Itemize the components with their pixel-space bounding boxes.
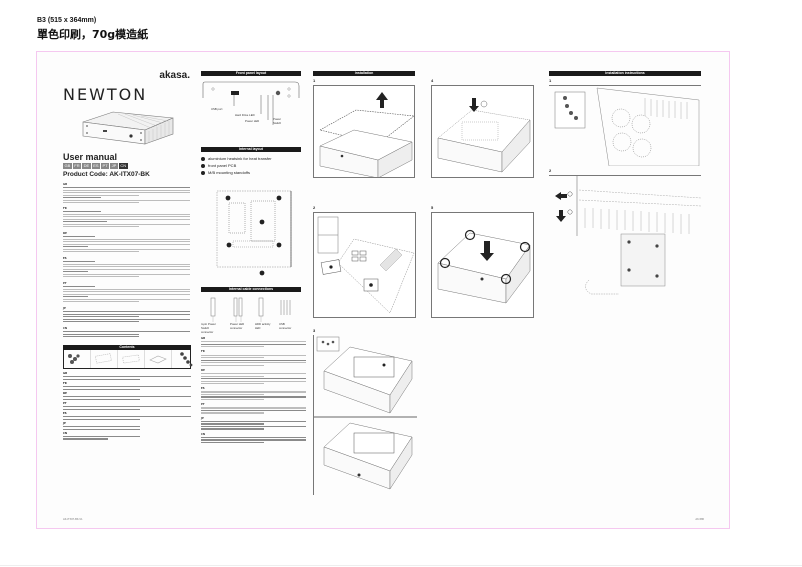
- contents-item-pad2: [118, 350, 145, 368]
- step-number: 1: [313, 78, 316, 83]
- installation-step-4-figure: [431, 85, 534, 178]
- installation-instructions-title: Installation instructions: [549, 71, 701, 76]
- internal-item: aluminium heatsink for heat transfer: [201, 155, 272, 162]
- installation-step-1-figure: [313, 85, 415, 178]
- contents-item-screws: [64, 350, 91, 368]
- internal-cable-title: Internal cable connections: [201, 287, 301, 292]
- intro-text-es: ES: [63, 257, 190, 279]
- manual-title: User manual: [63, 152, 118, 162]
- label-power-switch: Power Switch: [273, 117, 282, 125]
- contents-item-pad: [91, 350, 118, 368]
- label-power-led: Power LED: [245, 119, 260, 123]
- label-usb-port: USB port: [211, 107, 223, 111]
- print-spec: B3 (515 x 364mm) 單色印刷，70g模造紙: [37, 17, 148, 42]
- step-number: 2: [313, 205, 316, 210]
- intro-text-fr: FR: [63, 207, 190, 229]
- contents-section: Contents GB: [63, 345, 193, 441]
- contents-title: Contents: [63, 345, 191, 350]
- connector-power-switch: 4-pin Power Switch connector: [201, 322, 216, 334]
- cable-connectors: 4-pin Power Switch connector Power LED c…: [201, 295, 301, 334]
- number-bullet-icon: [201, 170, 205, 175]
- print-method: 單色印刷，70g模造紙: [37, 28, 149, 41]
- language-badges: GB FR DE ES PT JP CN: [63, 163, 128, 169]
- internal-item: M/B mounting standoffs: [201, 169, 272, 176]
- internal-layout-diagram: [215, 189, 293, 289]
- contents-box: [63, 350, 193, 369]
- connector-power-led: Power LED connector: [230, 322, 245, 330]
- step-number: 4: [431, 78, 434, 83]
- paper-size: B3 (515 x 364mm): [37, 17, 97, 24]
- step-number: 1: [549, 78, 552, 83]
- product-code: Product Code: AK-ITX07-BK: [63, 171, 150, 178]
- front-panel-diagram: USB port Hard Drive LED Power LED Power …: [201, 80, 301, 128]
- lang-badge: DE: [82, 163, 91, 169]
- installation-step-5-figure: [431, 212, 534, 318]
- number-bullet-icon: [201, 156, 205, 161]
- internal-layout-title: Internal layout: [201, 147, 301, 152]
- contents-item-pad3: [145, 350, 172, 368]
- intro-text-de: DE: [63, 232, 190, 254]
- cable-notes: GB FR DE ES PT JP CN: [201, 337, 306, 444]
- lang-badge: CN: [118, 163, 128, 169]
- brand-logo: akasa.: [159, 70, 190, 81]
- label-hdd-led: Hard Drive LED: [235, 113, 255, 117]
- lang-badge: PT: [101, 163, 110, 169]
- bottom-edge: [0, 565, 802, 566]
- installation-title: Installation: [313, 71, 415, 76]
- manual-sheet: akasa. NEWTON User manual: [36, 51, 730, 529]
- footer-right-code: AK-586: [695, 518, 704, 521]
- internal-item: front panel PCB: [201, 162, 272, 169]
- front-panel-title: Front panel layout: [201, 71, 301, 76]
- installation-column: Installation 1 4 2: [311, 52, 546, 528]
- footer-left-code: AK-ITX07-BK-V1: [63, 518, 83, 521]
- installation-instructions-column: Installation instructions 1 2: [547, 52, 712, 528]
- product-name: NEWTON: [63, 85, 148, 104]
- intro-text-gb: GB: [63, 183, 190, 205]
- connector-hdd-led: HDD activity LED: [255, 322, 271, 330]
- installation-step-3-figure: [313, 335, 417, 495]
- intro-text-pt: PT: [63, 282, 190, 304]
- vesa-step-2-figure: [549, 175, 701, 295]
- internal-layout-list: aluminium heatsink for heat transfer fro…: [201, 155, 272, 176]
- step-number: 3: [313, 328, 316, 333]
- installation-step-2-figure: [313, 212, 416, 318]
- intro-text-jp: JP: [63, 307, 190, 324]
- number-bullet-icon: [201, 163, 205, 168]
- cover-column: akasa. NEWTON User manual: [59, 52, 194, 528]
- connector-usb: USB connector: [279, 322, 292, 330]
- device-illustration: [73, 108, 177, 148]
- intro-text-cn: CN: [63, 327, 190, 339]
- step-number: 5: [431, 205, 434, 210]
- vesa-step-1-figure: [549, 85, 701, 166]
- lang-badge: GB: [63, 163, 72, 169]
- lang-badge: FR: [72, 163, 82, 169]
- layout-column: Front panel layout USB port Hard Drive L…: [197, 52, 312, 528]
- lang-badge: JP: [110, 163, 118, 169]
- contents-item-vesa-screws: [172, 350, 198, 368]
- step-number: 2: [549, 168, 552, 173]
- lang-badge: ES: [91, 163, 101, 169]
